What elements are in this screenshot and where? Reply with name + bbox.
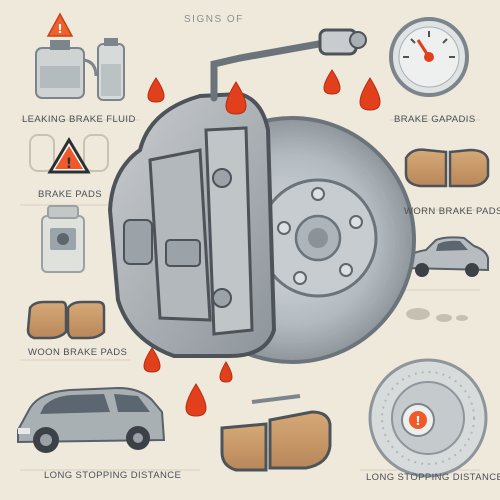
label-stopping-right: LONG STOPPING DISTANCE [366, 472, 500, 483]
fluid-drops-icon [143, 69, 381, 417]
brake-pads-left-icon [26, 300, 106, 340]
brake-dust-icon [406, 308, 468, 322]
label-leaking-fluid: LEAKING BRAKE FLUID [22, 114, 136, 125]
svg-text:!: ! [57, 22, 62, 36]
worn-pad-right-icon [404, 148, 490, 188]
svg-text:!: ! [415, 414, 420, 428]
car-left-icon [17, 386, 166, 453]
brake-pads-bottom-icon [220, 394, 332, 472]
car-right-icon [404, 236, 489, 277]
warning-triangle-icon: ! [29, 134, 109, 174]
fluid-reservoir-icon: ! [35, 12, 125, 101]
warning-rotor-icon: ! [368, 358, 488, 478]
label-brake-gauge: BRAKE GAPADIS [394, 114, 476, 125]
fluid-can-icon [41, 205, 85, 273]
label-worn-pads-left: WOON BRAKE PADS [28, 347, 128, 358]
label-brake-pads-left: BRAKE PADS [38, 189, 103, 200]
label-stopping-left: LONG STOPPING DISTANCE [44, 470, 182, 481]
brake-caliper-icon [107, 28, 367, 358]
label-worn-pads-right: WORN BRAKE PADS [404, 206, 500, 217]
page-title: SIGNS OF [184, 14, 244, 25]
brake-gauge-icon [389, 17, 469, 97]
svg-text:!: ! [66, 156, 72, 172]
